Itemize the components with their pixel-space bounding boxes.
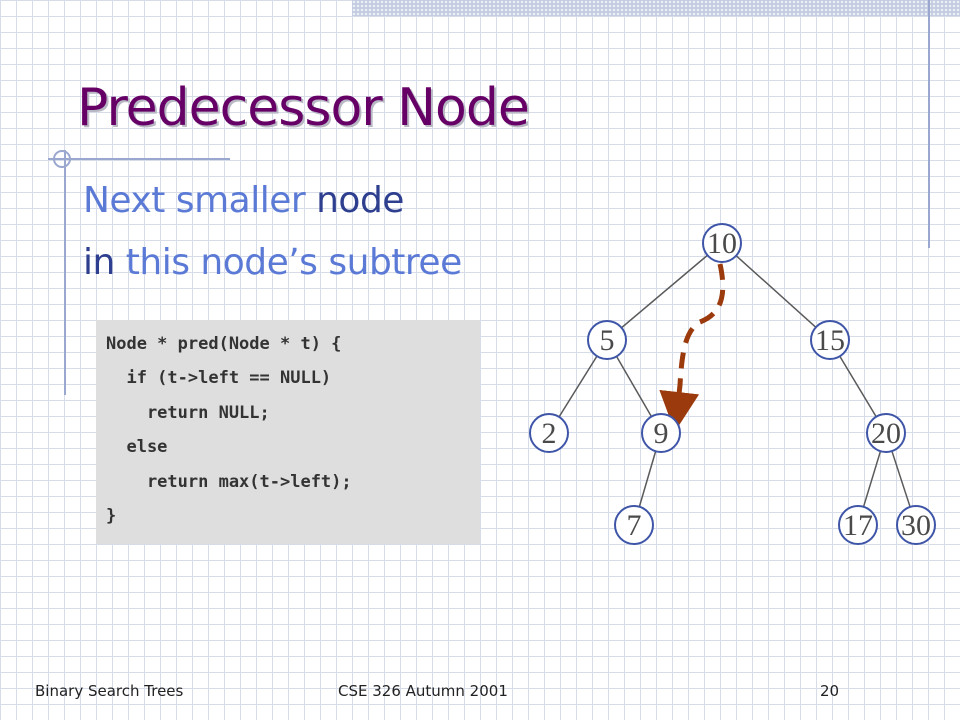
tree-edge-15-20 bbox=[839, 355, 877, 418]
tree-node-7: 7 bbox=[614, 505, 654, 545]
tree-node-10: 10 bbox=[702, 223, 742, 263]
page-number: 20 bbox=[820, 682, 840, 700]
tree-edge-20-30 bbox=[891, 450, 911, 508]
tree-node-5: 5 bbox=[587, 320, 627, 360]
tree-edges bbox=[558, 254, 911, 508]
tree-node-circle bbox=[641, 413, 681, 453]
tree-node-label: 7 bbox=[627, 509, 642, 542]
top-decoration-band bbox=[352, 0, 960, 16]
tree-node-label: 9 bbox=[654, 417, 669, 450]
tree-node-2: 2 bbox=[529, 413, 569, 453]
tree-node-label: 15 bbox=[815, 324, 845, 357]
subtitle-line-2: in this node’s subtree bbox=[83, 242, 462, 283]
tree-edge-10-15 bbox=[735, 255, 817, 328]
tree-node-circle bbox=[866, 413, 906, 453]
tree-node-15: 15 bbox=[810, 320, 850, 360]
bullet-ring-icon bbox=[53, 150, 71, 168]
tree-edge-20-17 bbox=[862, 450, 882, 508]
subtitle-1-rest: node bbox=[305, 180, 404, 221]
tree-node-circle bbox=[810, 320, 850, 360]
right-decoration-line bbox=[928, 0, 930, 248]
tree-node-circle bbox=[529, 413, 569, 453]
code-line: if (t->left == NULL) bbox=[106, 368, 332, 389]
code-line: return max(t->left); bbox=[106, 471, 352, 492]
tree-node-circle bbox=[614, 505, 654, 545]
code-line: return NULL; bbox=[106, 402, 270, 423]
tree-edge-10-5 bbox=[621, 254, 708, 329]
tree-node-label: 2 bbox=[542, 417, 557, 450]
footer-course-name: CSE 326 Autumn 2001 bbox=[338, 682, 508, 700]
code-line: Node * pred(Node * t) { bbox=[106, 334, 342, 354]
tree-node-label: 10 bbox=[707, 227, 737, 260]
subtitle-1-highlight: Next smaller bbox=[83, 180, 306, 221]
tree-node-label: 20 bbox=[871, 417, 901, 450]
tree-node-label: 5 bbox=[600, 324, 615, 357]
left-decoration-line bbox=[64, 150, 66, 395]
tree-node-circle bbox=[587, 320, 627, 360]
code-line: else bbox=[106, 437, 168, 458]
tree-edge-5-2 bbox=[558, 355, 598, 418]
tree-node-30: 30 bbox=[896, 505, 936, 545]
tree-node-label: 17 bbox=[843, 509, 873, 542]
subtitle-line-1: Next smaller node bbox=[83, 180, 404, 221]
title-underline bbox=[48, 158, 230, 160]
tree-node-circle bbox=[702, 223, 742, 263]
tree-node-20: 20 bbox=[866, 413, 906, 453]
tree-nodes: 10 5 15 2 9 20 7 17 30 bbox=[529, 223, 936, 545]
tree-node-circle bbox=[838, 505, 878, 545]
slide-title: Predecessor Node bbox=[77, 78, 530, 138]
predecessor-dashed-arrow bbox=[659, 263, 726, 432]
code-block: Node * pred(Node * t) { if (t->left == N… bbox=[96, 320, 480, 544]
tree-node-circle bbox=[896, 505, 936, 545]
subtitle-2-highlight: this node’s subtree bbox=[125, 242, 462, 283]
tree-edge-9-7 bbox=[638, 451, 657, 507]
subtitle-2-prefix: in bbox=[83, 242, 126, 283]
tree-node-label: 30 bbox=[901, 509, 931, 542]
footer-course-topic: Binary Search Trees bbox=[35, 682, 184, 700]
tree-edge-5-9 bbox=[615, 356, 653, 417]
code-line: } bbox=[106, 505, 117, 526]
tree-node-17: 17 bbox=[838, 505, 878, 545]
tree-node-9: 9 bbox=[641, 413, 681, 453]
